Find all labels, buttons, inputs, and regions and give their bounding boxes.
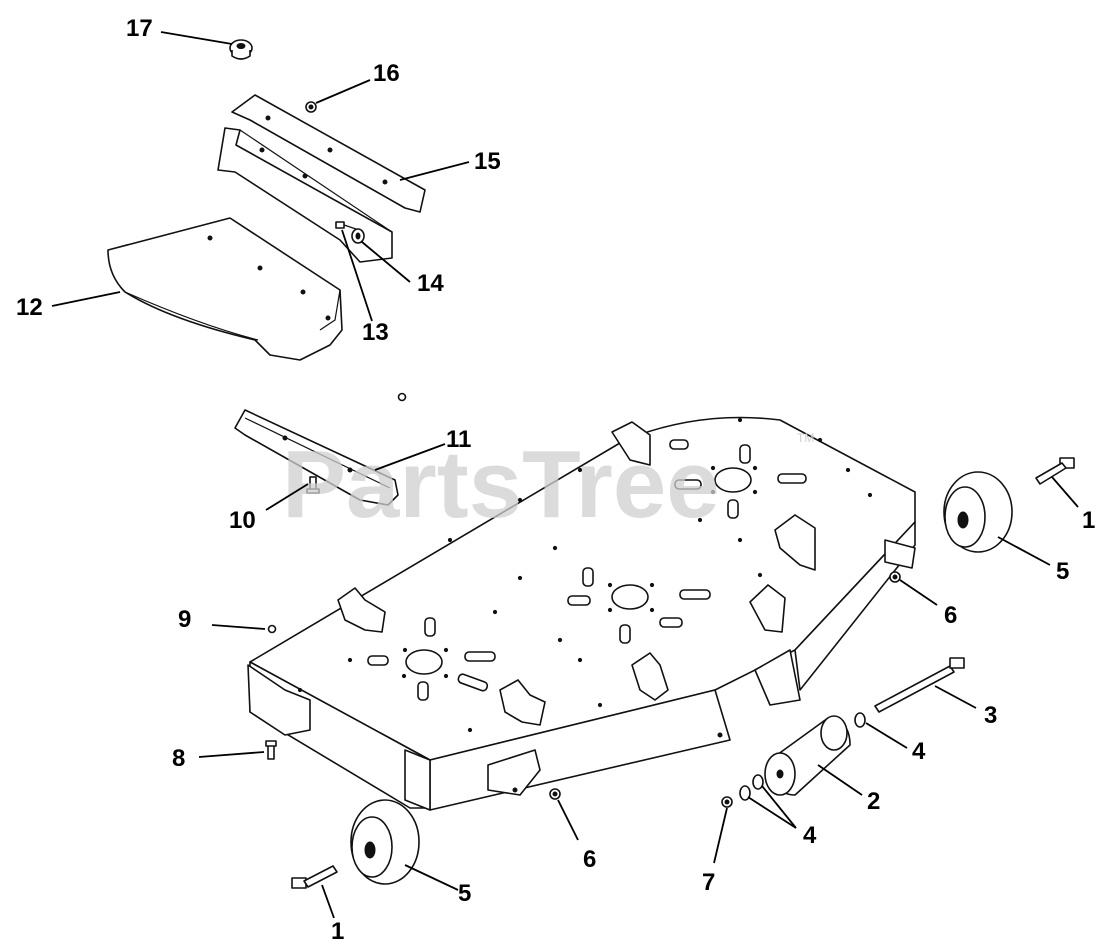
part-2-roller bbox=[764, 715, 851, 796]
callout-6-front: 6 bbox=[583, 846, 596, 873]
deck-right-tab bbox=[884, 539, 916, 569]
watermark-trademark: TM bbox=[797, 431, 814, 445]
callout-2: 2 bbox=[867, 788, 880, 815]
part-5-wheel-right bbox=[943, 471, 1013, 553]
callout-5-right: 5 bbox=[1056, 558, 1069, 585]
callout-11: 11 bbox=[446, 426, 471, 453]
part-10-screw bbox=[306, 476, 320, 494]
callout-1-right: 1 bbox=[1082, 507, 1095, 534]
callout-15: 15 bbox=[474, 148, 501, 175]
callout-3: 3 bbox=[984, 702, 997, 729]
part-1-bolt-left bbox=[291, 865, 338, 889]
part-11-bar bbox=[234, 409, 399, 506]
callout-16: 16 bbox=[373, 60, 400, 87]
part-13-bolt bbox=[335, 221, 357, 230]
mower-deck bbox=[247, 416, 916, 811]
part-5-wheel-left bbox=[350, 799, 420, 885]
callout-7: 7 bbox=[702, 869, 715, 896]
part-17-knob bbox=[229, 39, 253, 60]
part-12-plate bbox=[107, 217, 343, 361]
callout-8: 8 bbox=[172, 745, 185, 772]
part-7-nut bbox=[721, 796, 733, 808]
part-16-nut bbox=[305, 101, 317, 113]
callout-4-top: 4 bbox=[912, 738, 926, 765]
part-6-nut-right bbox=[889, 571, 901, 583]
part-4-washer-pair bbox=[739, 774, 764, 801]
callout-17: 17 bbox=[126, 15, 153, 42]
callout-14: 14 bbox=[417, 270, 444, 297]
callout-5-left: 5 bbox=[458, 880, 471, 907]
callout-12: 12 bbox=[16, 294, 43, 321]
leader-lines bbox=[51, 31, 1079, 919]
part-8-bolt bbox=[265, 740, 277, 760]
callout-10: 10 bbox=[229, 507, 256, 534]
part-14-washer bbox=[351, 228, 365, 244]
callout-labels: 17 16 15 14 13 12 11 10 9 8 7 6 6 5 5 4 … bbox=[16, 15, 1095, 945]
part-3-long-bolt bbox=[874, 657, 965, 713]
callout-4-bottom: 4 bbox=[803, 822, 817, 849]
part-15-bracket bbox=[217, 94, 426, 263]
part-4-washer-top bbox=[854, 712, 866, 728]
watermark-text: PartsTree bbox=[282, 431, 720, 538]
part-1-bolt-right bbox=[1035, 457, 1075, 485]
part-6-nut-front bbox=[549, 788, 561, 800]
callout-1-left: 1 bbox=[331, 918, 344, 945]
callout-6-right: 6 bbox=[944, 602, 957, 629]
deck-holes bbox=[297, 417, 873, 733]
callout-13: 13 bbox=[362, 319, 389, 346]
small-nut-top bbox=[397, 392, 407, 402]
callout-9: 9 bbox=[178, 606, 191, 633]
part-9-nut bbox=[267, 624, 277, 634]
